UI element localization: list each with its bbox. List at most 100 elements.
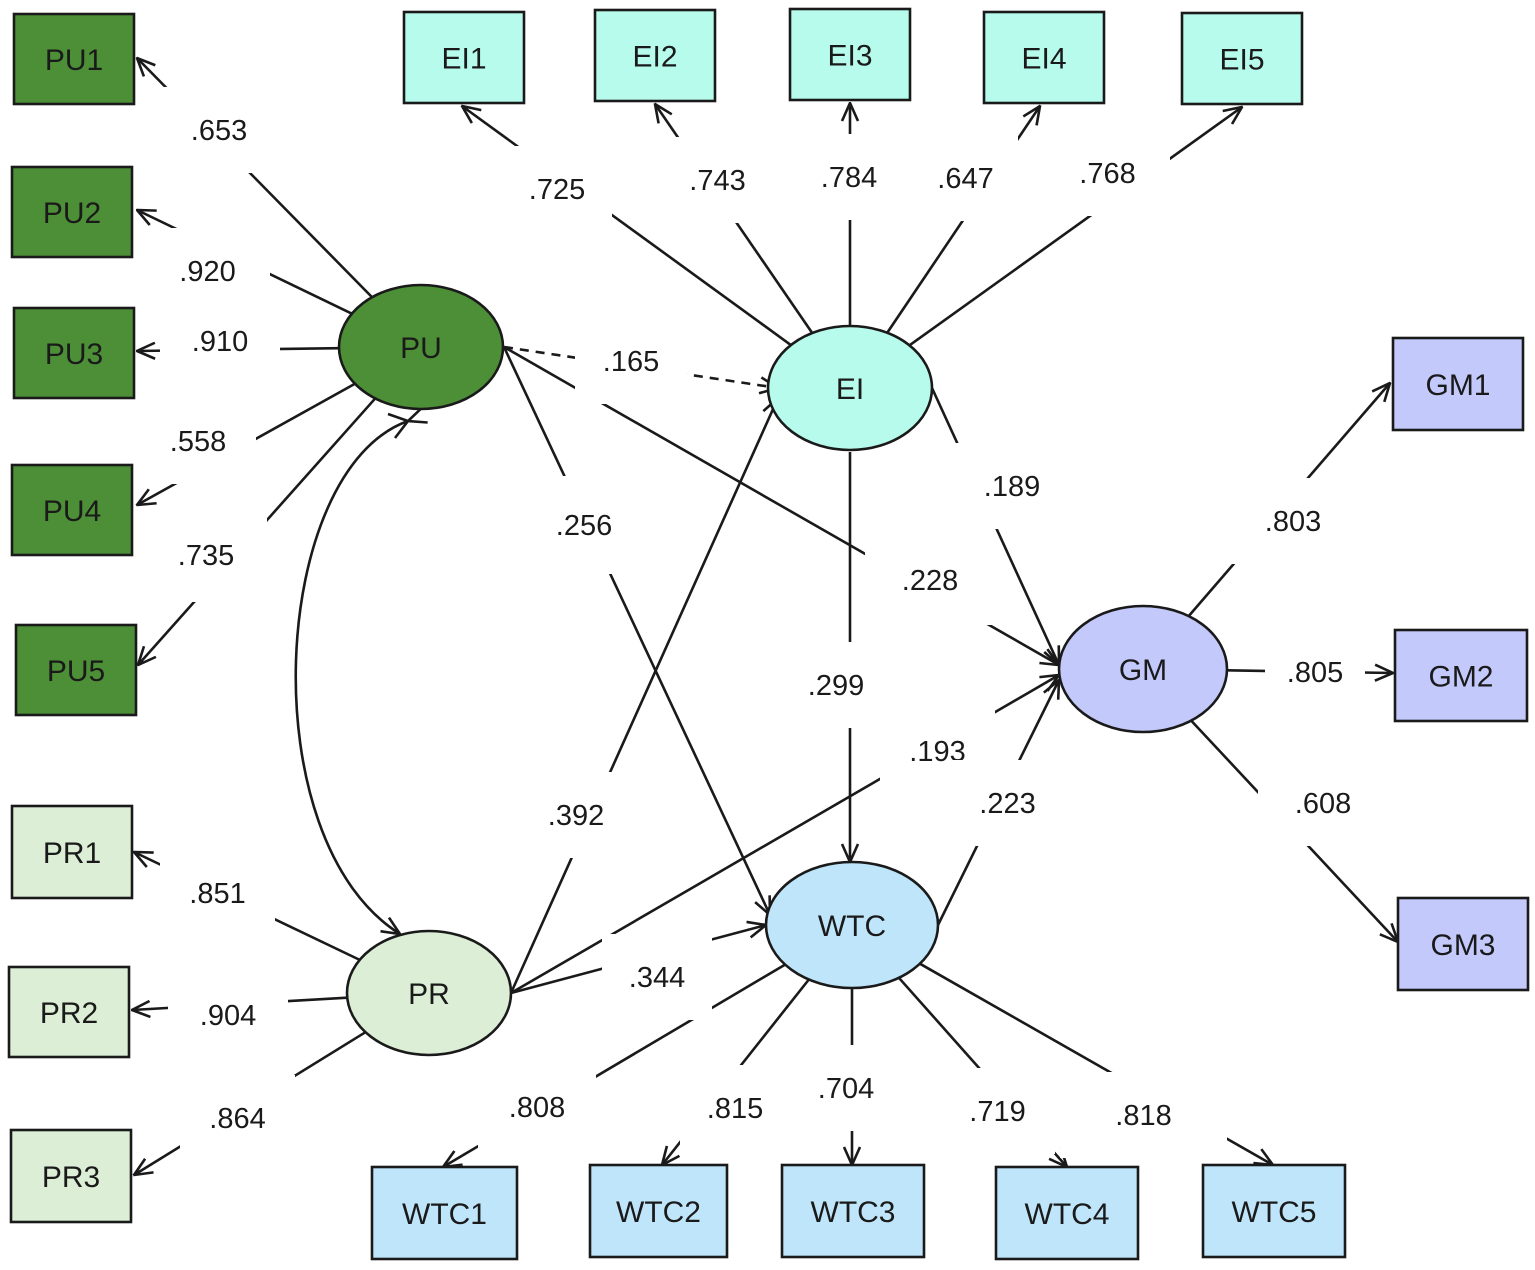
indicator-ei5: EI5 bbox=[1180, 11, 1304, 106]
path-label-box bbox=[774, 642, 898, 728]
path-label-box bbox=[602, 934, 712, 1020]
latent-ei: EI bbox=[766, 324, 934, 452]
indicator-pu4: PU4 bbox=[10, 463, 134, 557]
covariance-arrow-pu-pr bbox=[294, 421, 408, 934]
loading-label-wtc-wtc4: .719 bbox=[940, 1068, 1055, 1154]
loading-value: .735 bbox=[178, 540, 234, 572]
indicator-label: PU1 bbox=[45, 44, 103, 77]
loading-label-box bbox=[502, 146, 612, 232]
path-arrow-pr-ei bbox=[509, 398, 778, 994]
path-label-wtc-gm: .223 bbox=[950, 760, 1065, 846]
loading-label-ei-ei1: .725 bbox=[502, 146, 612, 232]
indicator-label: PU5 bbox=[47, 655, 105, 688]
loading-arrow-ei-ei5 bbox=[908, 107, 1242, 347]
loading-value: .784 bbox=[821, 162, 877, 194]
latent-ellipse bbox=[345, 929, 513, 1057]
path-coefficient: .344 bbox=[629, 962, 685, 994]
path-label-box bbox=[526, 476, 642, 574]
loading-label-box bbox=[913, 135, 1018, 221]
indicator-label: EI5 bbox=[1219, 44, 1264, 77]
loading-label-pr-pr1: .851 bbox=[160, 850, 275, 936]
loading-value: .815 bbox=[707, 1093, 763, 1125]
path-coefficient: .228 bbox=[902, 565, 958, 597]
loading-value: .910 bbox=[192, 326, 248, 358]
indicator-label: PR2 bbox=[40, 997, 98, 1030]
indicator-label: WTC4 bbox=[1025, 1198, 1110, 1231]
path-label-ei-wtc: .299 bbox=[774, 642, 898, 728]
indicator-pr2: PR2 bbox=[7, 965, 131, 1059]
loading-label-pu-pu3: .910 bbox=[160, 298, 280, 384]
latent-label: PU bbox=[400, 332, 442, 365]
loading-value: .818 bbox=[1115, 1100, 1171, 1132]
loading-label-gm-gm1: .803 bbox=[1230, 478, 1356, 564]
loading-label-pr-pr3: .864 bbox=[180, 1075, 295, 1161]
loading-label-box bbox=[150, 87, 288, 173]
indicator-box bbox=[1393, 628, 1529, 723]
loading-label-gm-gm3: .608 bbox=[1258, 760, 1388, 846]
indicator-label: EI3 bbox=[827, 40, 872, 73]
loading-label-wtc-wtc5: .818 bbox=[1060, 1072, 1227, 1158]
indicator-label: EI1 bbox=[441, 43, 486, 76]
path-label-ei-gm: .189 bbox=[948, 443, 1076, 529]
latent-label: GM bbox=[1119, 654, 1167, 687]
indicator-box bbox=[12, 12, 136, 106]
indicator-wtc2: WTC2 bbox=[588, 1163, 729, 1259]
indicator-label: WTC3 bbox=[811, 1196, 896, 1229]
indicator-box bbox=[1201, 1163, 1347, 1259]
indicator-box bbox=[402, 10, 526, 105]
loading-label-box bbox=[180, 1075, 295, 1161]
path-label-box bbox=[518, 772, 634, 858]
indicator-label: WTC2 bbox=[616, 1196, 701, 1229]
indicator-label: PR3 bbox=[42, 1161, 100, 1194]
latent-ellipse bbox=[1057, 604, 1229, 734]
loading-label-wtc-wtc3: .704 bbox=[790, 1045, 902, 1131]
edge-layer bbox=[132, 58, 1398, 1175]
latent-pu: PU bbox=[337, 283, 505, 411]
loading-value: .904 bbox=[200, 1000, 256, 1032]
path-coefficient: .299 bbox=[808, 670, 864, 702]
loading-value: .803 bbox=[1265, 506, 1321, 538]
indicator-gm1: GM1 bbox=[1391, 336, 1525, 432]
loading-label-ei-ei3: .784 bbox=[793, 134, 905, 220]
loading-label-ei-ei4: .647 bbox=[913, 135, 1018, 221]
path-arrow-pu-ei bbox=[503, 345, 778, 388]
indicator-ei2: EI2 bbox=[593, 8, 717, 103]
coefficient-label-layer: .653.920.910.558.735.851.904.864.725.743… bbox=[140, 87, 1388, 1161]
path-coefficient: .165 bbox=[603, 346, 659, 378]
indicator-box bbox=[1180, 11, 1304, 106]
loading-value: .719 bbox=[969, 1096, 1025, 1128]
indicator-label: PR1 bbox=[43, 837, 101, 870]
path-coefficient: .223 bbox=[979, 788, 1035, 820]
latent-label: PR bbox=[408, 978, 450, 1011]
loading-label-box bbox=[160, 850, 275, 936]
loading-label-box bbox=[145, 508, 267, 602]
indicator-box bbox=[1391, 336, 1525, 432]
path-label-pr-gm: .193 bbox=[880, 708, 995, 794]
loading-label-box bbox=[680, 1065, 790, 1151]
path-coefficient: .189 bbox=[984, 471, 1040, 503]
indicator-pu1: PU1 bbox=[12, 12, 136, 106]
loading-label-box bbox=[1230, 478, 1356, 564]
indicator-label: WTC5 bbox=[1232, 1196, 1317, 1229]
path-label-box bbox=[865, 535, 995, 625]
path-label-box bbox=[948, 443, 1076, 529]
indicator-box bbox=[14, 623, 138, 717]
loading-label-box bbox=[665, 137, 770, 223]
loading-label-wtc-wtc2: .815 bbox=[680, 1065, 790, 1151]
indicator-label: GM1 bbox=[1425, 369, 1490, 402]
indicator-pu2: PU2 bbox=[10, 165, 134, 259]
loading-arrow-ei-ei1 bbox=[462, 106, 792, 347]
indicator-box bbox=[1396, 896, 1530, 992]
loading-label-wtc-wtc1: .808 bbox=[478, 1064, 596, 1150]
indicator-box bbox=[588, 1163, 729, 1259]
loading-label-gm-gm2: .805 bbox=[1265, 629, 1365, 715]
indicator-ei4: EI4 bbox=[982, 10, 1106, 105]
path-arrow-pu-wtc bbox=[502, 346, 770, 915]
indicator-box bbox=[10, 463, 134, 557]
path-label-pr-wtc: .344 bbox=[602, 934, 712, 1020]
indicator-pu3: PU3 bbox=[12, 306, 136, 400]
loading-label-box bbox=[790, 1045, 902, 1131]
loading-value: .704 bbox=[818, 1073, 874, 1105]
loading-label-pu-pu5: .735 bbox=[145, 508, 267, 602]
loading-label-pu-pu1: .653 bbox=[150, 87, 288, 173]
